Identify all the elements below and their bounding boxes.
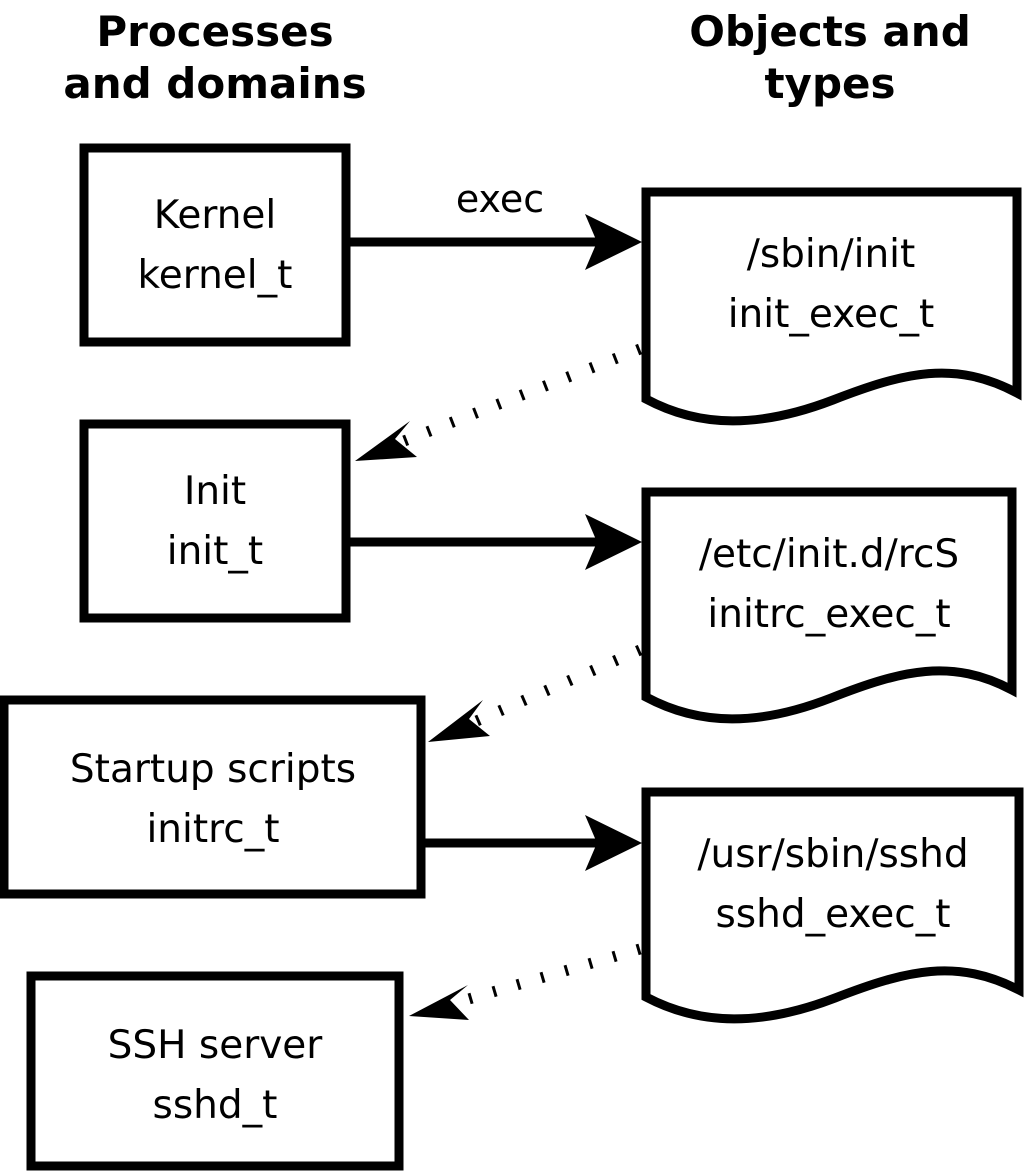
process-label-startup-scripts-name: Startup scripts bbox=[70, 747, 356, 792]
process-label-startup-scripts-type: initrc_t bbox=[146, 807, 279, 852]
heading-objects-line1: Objects and bbox=[689, 7, 971, 56]
edge-line-init-transition bbox=[397, 343, 642, 449]
arrowhead-kernel-exec bbox=[585, 214, 642, 270]
arrowhead-initrc-exec-sshd bbox=[585, 815, 642, 871]
heading-processes-line1: Processes bbox=[96, 7, 333, 56]
process-box-ssh-server[interactable] bbox=[26, 971, 404, 1171]
edge-initrc-transition bbox=[428, 644, 643, 742]
arrowhead-sshd-transition bbox=[409, 985, 469, 1020]
object-document-sbin-init[interactable] bbox=[641, 187, 1022, 426]
edge-sshd-transition bbox=[409, 943, 642, 1020]
object-label-etc-initd-rcs-path: /etc/init.d/rcS bbox=[699, 532, 959, 577]
arrowhead-initrc-transition bbox=[428, 700, 490, 742]
edge-init-exec-transition bbox=[355, 343, 642, 461]
process-node-kernel[interactable]: Kernel kernel_t bbox=[79, 143, 351, 347]
heading-processes-line2: and domains bbox=[63, 59, 366, 108]
process-label-ssh-server-name: SSH server bbox=[108, 1023, 324, 1068]
process-label-init-name: Init bbox=[184, 469, 246, 514]
process-box-kernel[interactable] bbox=[79, 143, 351, 347]
process-label-init-type: init_t bbox=[167, 529, 263, 574]
arrowhead-init-exec-rcs bbox=[585, 514, 642, 570]
object-label-usr-sbin-sshd-path: /usr/sbin/sshd bbox=[697, 832, 968, 877]
edge-kernel-exec-init: exec bbox=[350, 177, 642, 270]
heading-objects-and-types: Objects and types bbox=[689, 7, 971, 108]
heading-processes-and-domains: Processes and domains bbox=[63, 7, 366, 108]
process-node-startup-scripts[interactable]: Startup scripts initrc_t bbox=[0, 695, 426, 899]
object-label-sbin-init-path: /sbin/init bbox=[747, 232, 916, 277]
object-document-usr-sbin-sshd[interactable] bbox=[641, 787, 1024, 1024]
process-label-kernel-name: Kernel bbox=[154, 193, 277, 238]
arrowhead-init-transition bbox=[355, 421, 417, 461]
process-node-init[interactable]: Init init_t bbox=[79, 419, 351, 623]
edge-line-initrc-transition bbox=[469, 644, 643, 729]
object-node-etc-initd-rcs[interactable]: /etc/init.d/rcS initrc_exec_t bbox=[641, 487, 1017, 724]
edge-label-exec: exec bbox=[456, 177, 544, 221]
heading-objects-line2: types bbox=[764, 59, 895, 108]
object-label-etc-initd-rcs-type: initrc_exec_t bbox=[707, 592, 950, 637]
object-document-etc-initd-rcs[interactable] bbox=[641, 487, 1017, 724]
process-label-ssh-server-type: sshd_t bbox=[153, 1083, 278, 1128]
process-box-init[interactable] bbox=[79, 419, 351, 623]
process-node-ssh-server[interactable]: SSH server sshd_t bbox=[26, 971, 404, 1171]
object-node-usr-sbin-sshd[interactable]: /usr/sbin/sshd sshd_exec_t bbox=[641, 787, 1024, 1024]
process-label-kernel-type: kernel_t bbox=[138, 253, 293, 298]
edge-initrc-exec-sshd bbox=[425, 815, 642, 871]
object-label-sbin-init-type: init_exec_t bbox=[728, 292, 935, 337]
edge-line-sshd-transition bbox=[453, 943, 642, 1009]
edge-init-exec-rcs bbox=[350, 514, 642, 570]
process-box-startup-scripts[interactable] bbox=[0, 695, 426, 899]
object-node-sbin-init[interactable]: /sbin/init init_exec_t bbox=[641, 187, 1022, 426]
object-label-usr-sbin-sshd-type: sshd_exec_t bbox=[715, 892, 950, 937]
